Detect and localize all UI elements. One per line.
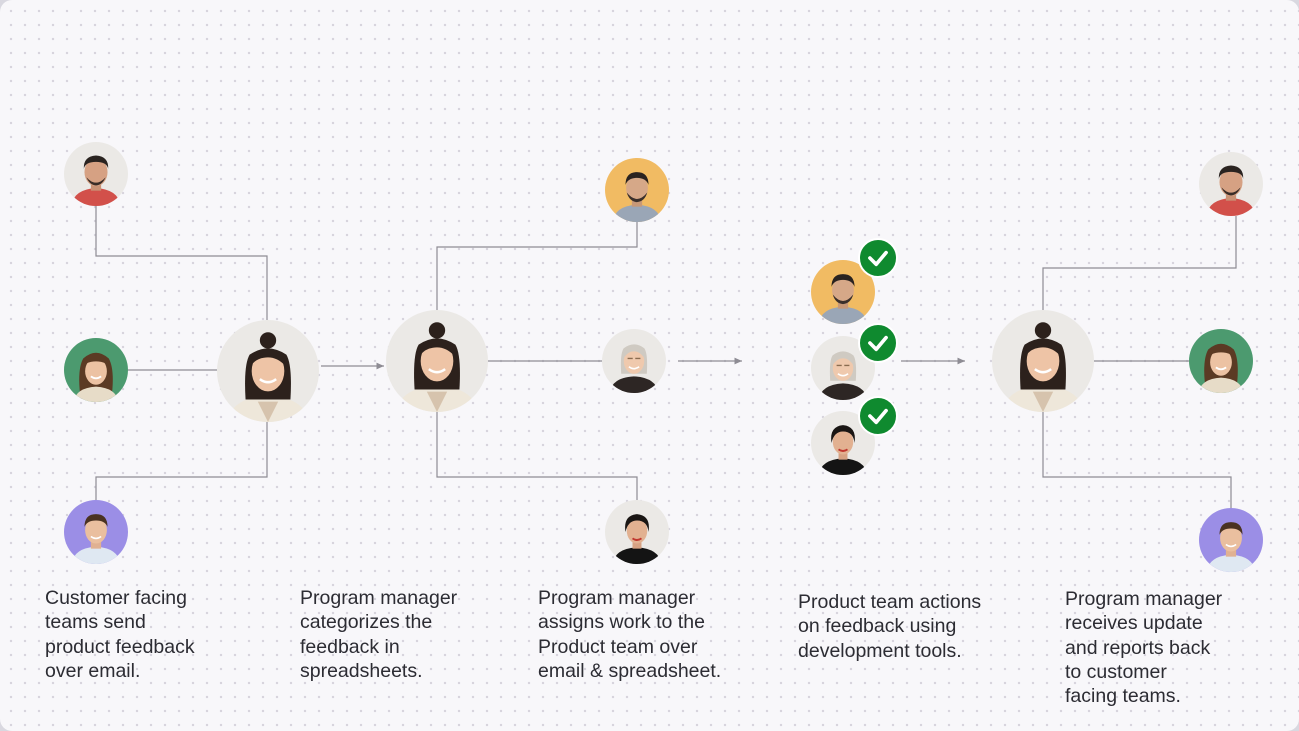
man-red-shirt-avatar <box>1199 152 1263 216</box>
step-4-caption: Product team actions on feedback using d… <box>798 591 982 662</box>
step-1-caption: Customer facing teams send product feedb… <box>45 587 195 682</box>
woman-short-hair-avatar <box>605 500 669 564</box>
program-manager-avatar <box>992 310 1094 412</box>
connector-top-4 <box>1042 216 1237 310</box>
woman-bangs-avatar <box>1189 329 1253 393</box>
step-2-caption: Program manager categorizes the feedback… <box>300 587 458 682</box>
woman-gray-hair-avatar <box>811 336 875 400</box>
step-5-caption: Program manager receives update and repo… <box>1065 588 1223 708</box>
man-blue-shirt-avatar <box>64 500 128 564</box>
man-blue-shirt-avatar <box>1199 508 1263 572</box>
check-circle-icon <box>858 396 898 436</box>
connector-bottom-4 <box>1042 412 1232 508</box>
connector-bottom-2 <box>436 412 638 500</box>
man-beard-avatar <box>605 158 669 222</box>
program-manager-avatar <box>386 310 488 412</box>
check-circle-icon <box>858 238 898 278</box>
man-red-shirt-avatar <box>64 142 128 206</box>
step-3-caption: Program manager assigns work to the Prod… <box>538 587 722 682</box>
woman-gray-hair-avatar <box>602 329 666 393</box>
check-circle-icon <box>858 323 898 363</box>
connector-top-1 <box>95 205 268 320</box>
woman-bangs-avatar <box>64 338 128 402</box>
connector-bottom-1 <box>95 421 268 500</box>
program-manager-avatar <box>217 320 319 422</box>
connector-top-2 <box>436 222 638 310</box>
